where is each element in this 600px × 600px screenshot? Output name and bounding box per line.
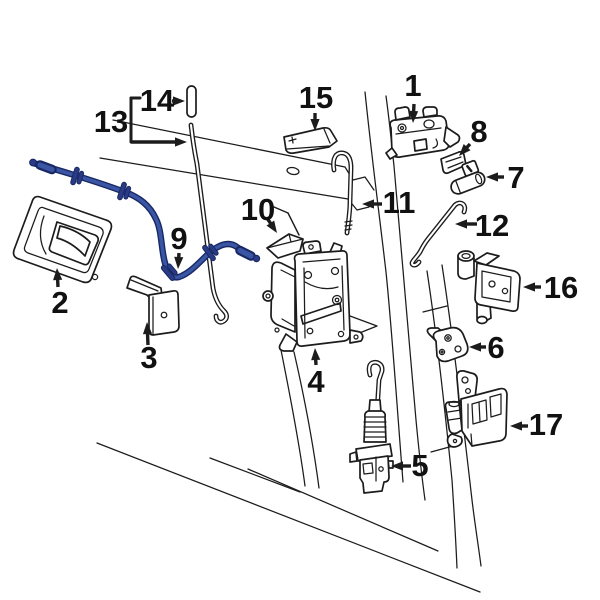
callout-8: 8 [459,114,488,156]
callout-arrow-head [173,96,185,106]
callout-14: 14 [140,83,185,118]
cable-clip [117,181,132,201]
latch-rod [331,150,354,236]
callout-arrow-head [510,421,522,431]
callout-12: 12 [455,208,509,243]
upper-hinge [457,250,521,325]
callout-number-5: 5 [411,448,428,483]
callout-arrow-head [469,342,481,352]
callout-number-2: 2 [51,285,68,320]
callout-number-7: 7 [507,160,524,195]
striker-plate [426,326,469,363]
callout-arrow-head [175,137,187,147]
cylinder-retainer-clip [440,150,467,175]
callout-arrow-head [362,199,374,209]
callout-arrow-head [409,110,419,123]
callout-11: 11 [362,185,415,220]
cable-end-ball [29,158,37,167]
callout-7: 7 [486,160,525,195]
callout-5: 5 [391,448,429,483]
outside-handle-rod [188,122,230,325]
door-clip-plate [283,126,338,155]
callout-arrow-head [455,219,467,229]
callout-arrow-head [266,220,277,233]
callout-15: 15 [299,80,333,131]
callout-number-4: 4 [307,364,325,399]
callout-arrow-head [174,256,184,269]
callout-6: 6 [469,330,505,365]
callout-number-10: 10 [241,192,275,227]
callout-arrow-head [459,144,471,156]
cable-end-ball [252,254,261,263]
callout-number-3: 3 [140,340,157,375]
callout-number-17: 17 [529,407,563,442]
latch-assembly [385,106,461,160]
callout-number-16: 16 [544,270,578,305]
release-cable [29,158,261,281]
handle-bracket [126,275,180,336]
callout-17: 17 [510,407,563,442]
lock-cylinder [450,159,486,195]
callout-arrow-head [311,348,321,361]
callout-arrow-head [486,172,498,182]
callout-9: 9 [170,221,188,269]
cable-clip [202,243,219,262]
callout-number-8: 8 [470,114,487,149]
callout-number-12: 12 [475,208,509,243]
inside-handle-bezel [12,195,113,284]
callout-10: 10 [241,192,300,236]
rod-retainer-pin [186,85,197,118]
cable-clip [70,166,85,186]
cable-clip [160,263,178,281]
callout-number-14: 14 [140,83,175,118]
callout-4: 4 [307,348,325,399]
callout-3: 3 [140,322,158,375]
callout-number-9: 9 [170,221,187,256]
callout-leader-line [273,206,289,214]
callout-arrow-head [142,322,153,335]
callout-arrow-head [523,282,535,292]
callout-16: 16 [523,270,578,305]
callout-number-6: 6 [487,330,504,365]
callout-arrow-head [53,268,63,281]
callout-number-15: 15 [299,80,333,115]
lock-actuator [349,360,394,494]
cable-wedge-clip [266,233,304,259]
callout-arrow-shaft [145,331,150,346]
callout-number-1: 1 [404,68,421,103]
door-latch [262,240,364,352]
lock-rod [409,200,468,268]
callout-leader-line [287,212,300,236]
callout-number-11: 11 [383,185,416,220]
callout-1: 1 [404,68,422,123]
callout-13: 13 [94,96,187,147]
lower-hinge [444,370,508,448]
callout-arrow-head [310,119,320,131]
callout-2: 2 [51,268,69,320]
callout-number-13: 13 [94,104,128,139]
callout-arrow-head [391,461,403,471]
